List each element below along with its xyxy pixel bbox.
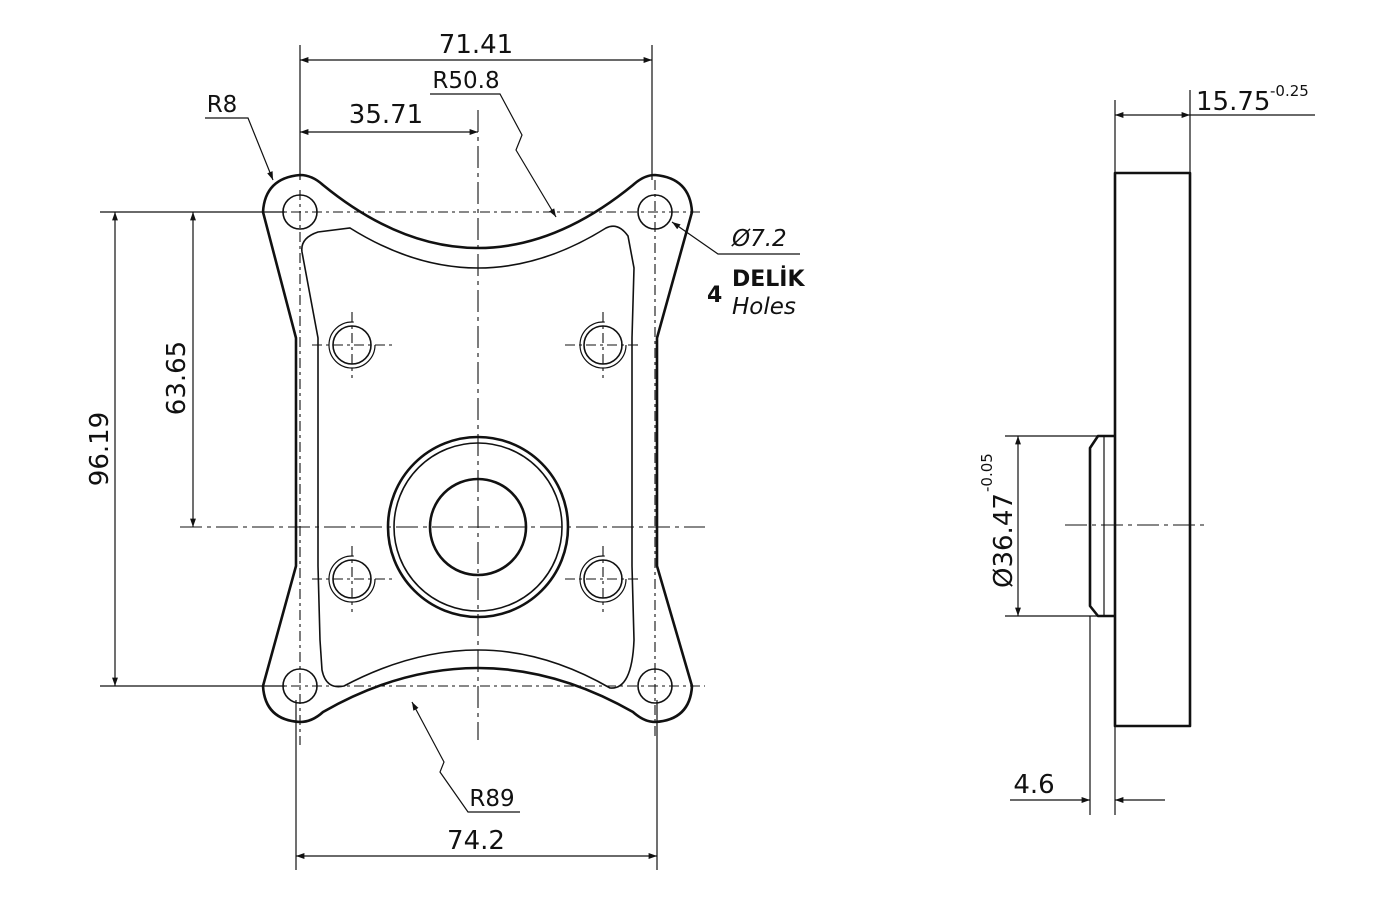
leader-bottom-arc-radius: R89 bbox=[411, 701, 520, 813]
hole-count-label: 4 bbox=[707, 283, 722, 308]
dim-boss-height: 4.6 bbox=[1010, 616, 1165, 815]
leader-hole-diameter: Ø7.2 4 DELİK Holes bbox=[671, 221, 805, 320]
dim-inner-height: 63.65 bbox=[162, 212, 196, 527]
leader-top-arc-radius: R50.8 bbox=[430, 68, 557, 218]
bottom-arc-radius-label: R89 bbox=[469, 786, 514, 812]
dim-side-thickness-label: 15.75 bbox=[1196, 87, 1270, 117]
dim-inner-height-label: 63.65 bbox=[162, 341, 192, 415]
top-arc-radius-label: R50.8 bbox=[432, 68, 499, 94]
dim-outer-height: 96.19 bbox=[85, 211, 285, 687]
dim-outer-height-label: 96.19 bbox=[85, 412, 115, 486]
dim-top-half-width-label: 35.71 bbox=[349, 100, 423, 130]
dim-top-width: 71.41 bbox=[299, 30, 653, 180]
dim-boss-diameter: Ø36.47 -0.05 bbox=[978, 435, 1098, 617]
dim-boss-diameter-label: Ø36.47 bbox=[989, 493, 1019, 588]
dim-bottom-width: 74.2 bbox=[295, 700, 658, 870]
dim-side-thickness: 15.75 -0.25 bbox=[1114, 82, 1315, 173]
hole-diameter-label: Ø7.2 bbox=[731, 226, 787, 252]
dim-bottom-width-label: 74.2 bbox=[447, 826, 505, 856]
side-plate-body bbox=[1113, 171, 1192, 728]
dim-boss-height-label: 4.6 bbox=[1013, 770, 1054, 800]
side-view: 15.75 -0.25 Ø36.47 -0.05 4.6 bbox=[978, 82, 1315, 815]
hole-label-en: Holes bbox=[732, 294, 796, 320]
hole-label-tr: DELİK bbox=[732, 266, 805, 292]
dim-side-thickness-tol: -0.25 bbox=[1270, 82, 1309, 100]
corner-radius-label: R8 bbox=[207, 92, 238, 118]
dim-boss-diameter-tol: -0.05 bbox=[978, 453, 996, 492]
dim-top-half-width: 35.71 bbox=[300, 100, 478, 135]
leader-corner-radius: R8 bbox=[205, 92, 274, 181]
dim-top-width-label: 71.41 bbox=[439, 30, 513, 60]
plate-inner-rim bbox=[301, 225, 635, 689]
side-boss bbox=[1088, 434, 1115, 618]
front-centerlines bbox=[180, 110, 705, 745]
front-view: 71.41 35.71 R50.8 R8 Ø7.2 4 DELİK Holes bbox=[85, 30, 805, 870]
